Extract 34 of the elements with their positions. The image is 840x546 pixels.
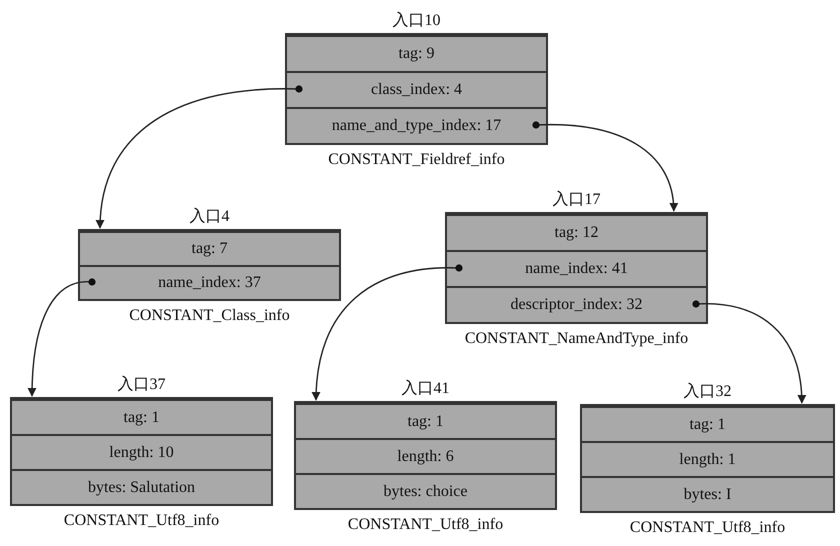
table-caption: CONSTANT_Utf8_info	[630, 519, 786, 537]
table-heading: 入口41	[402, 378, 450, 399]
table-row: bytes: Salutation	[12, 469, 271, 504]
arrow	[28, 278, 96, 397]
table-caption: CONSTANT_Utf8_info	[64, 512, 220, 530]
table-row: length: 1	[582, 441, 833, 476]
table-row: tag: 1	[582, 406, 833, 441]
table-row: tag: 12	[447, 214, 706, 250]
table-row: length: 6	[296, 438, 555, 473]
table-caption: CONSTANT_Fieldref_info	[328, 151, 505, 169]
table-heading: 入口10	[392, 10, 440, 31]
table-caption: CONSTANT_NameAndType_info	[464, 330, 688, 348]
table-row: tag: 7	[80, 231, 339, 265]
table-row: tag: 9	[287, 35, 546, 71]
arrow	[692, 300, 806, 404]
table-caption: CONSTANT_Class_info	[129, 307, 290, 325]
table-row: descriptor_index: 32	[447, 286, 706, 322]
table-heading: 入口32	[684, 382, 732, 402]
table-caption: CONSTANT_Utf8_info	[348, 516, 504, 534]
table-row: class_index: 4	[287, 71, 546, 107]
table-row: name_index: 37	[80, 265, 339, 299]
arrow	[532, 121, 678, 212]
table-heading: 入口17	[552, 190, 600, 210]
table-row: bytes: choice	[296, 473, 555, 508]
table-row: tag: 1	[12, 399, 271, 434]
table-row: name_and_type_index: 17	[287, 107, 546, 143]
arrow	[312, 264, 463, 401]
table-heading: 入口4	[190, 206, 230, 227]
table-row: tag: 1	[296, 403, 555, 438]
table-heading: 入口37	[118, 374, 166, 395]
table-row: name_index: 41	[447, 250, 706, 286]
table-row: length: 10	[12, 434, 271, 469]
table-row: bytes: I	[582, 476, 833, 511]
arrow	[96, 85, 303, 229]
